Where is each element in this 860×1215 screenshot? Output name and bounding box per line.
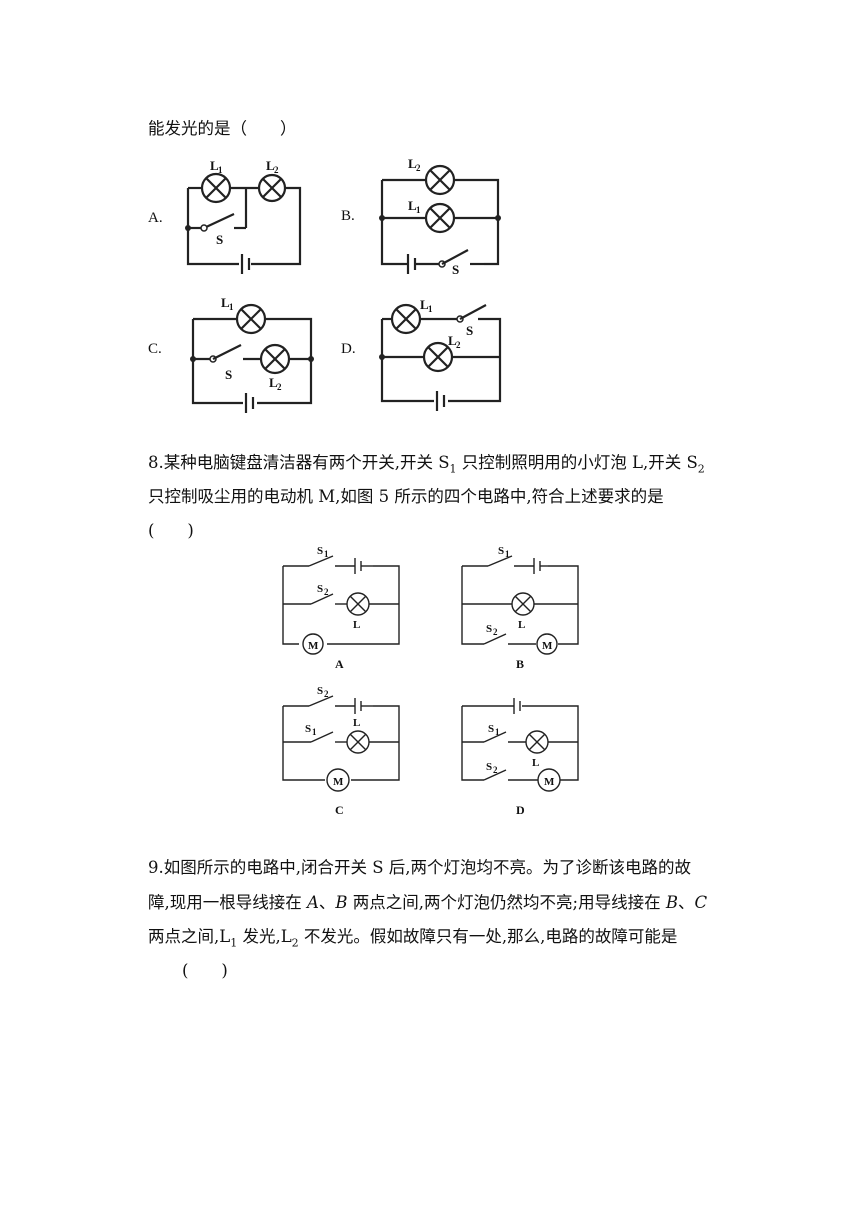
svg-text:S: S [452, 262, 459, 277]
svg-text:L: L [269, 375, 278, 390]
svg-text:C: C [335, 803, 344, 817]
svg-text:M: M [542, 640, 553, 652]
svg-text:2: 2 [493, 765, 498, 775]
svg-text:2: 2 [324, 587, 329, 597]
svg-text:D: D [516, 803, 525, 817]
svg-text:L: L [210, 158, 219, 173]
svg-text:S: S [488, 723, 494, 735]
svg-text:1: 1 [218, 165, 223, 175]
svg-text:S: S [466, 323, 473, 338]
svg-text:L: L [353, 717, 360, 729]
svg-text:1: 1 [416, 205, 421, 215]
switch-icon [459, 304, 487, 320]
motor-icon [326, 768, 350, 792]
svg-text:L: L [408, 198, 417, 213]
svg-text:L: L [532, 757, 539, 769]
switch-icon [310, 593, 334, 605]
svg-text:S: S [225, 367, 232, 382]
svg-text:S: S [305, 723, 311, 735]
svg-text:1: 1 [428, 304, 433, 314]
svg-text:M: M [308, 640, 319, 652]
svg-text:S: S [498, 545, 504, 557]
svg-text:1: 1 [324, 549, 329, 559]
q8-line-2: 只控制吸尘用的电动机 M,如图 5 所示的四个电路中,符合上述要求的是 [148, 487, 664, 506]
switch-icon [487, 555, 513, 567]
motor-icon [537, 768, 561, 792]
svg-text:S: S [486, 761, 492, 773]
switch-icon [212, 344, 242, 360]
svg-text:2: 2 [493, 627, 498, 637]
switch-icon [483, 769, 507, 781]
svg-text:1: 1 [505, 549, 510, 559]
svg-text:L: L [353, 619, 360, 631]
svg-text:2: 2 [456, 340, 461, 350]
svg-text:L: L [266, 158, 275, 173]
svg-text:L: L [221, 295, 230, 310]
svg-text:M: M [333, 776, 344, 788]
svg-text:B: B [516, 657, 524, 671]
svg-text:L: L [420, 297, 429, 312]
svg-text:2: 2 [274, 165, 279, 175]
svg-text:1: 1 [229, 302, 234, 312]
svg-text:2: 2 [416, 163, 421, 173]
switch-icon [308, 695, 334, 707]
q9-line-2: 障,现用一根导线接在 A、B 两点之间,两个灯泡仍然均不亮;用导线接在 B、C [148, 893, 708, 912]
svg-text:A: A [335, 657, 344, 671]
svg-text:L: L [448, 333, 457, 348]
q9-line-3: 两点之间,L1 发光,L2 不发光。假如故障只有一处,那么,电路的故障可能是 [148, 927, 678, 950]
svg-text:2: 2 [277, 382, 282, 392]
q7-option-c-label: C. [148, 341, 162, 357]
svg-text:1: 1 [312, 727, 317, 737]
svg-text:L: L [518, 619, 525, 631]
switch-icon [308, 555, 334, 567]
svg-text:2: 2 [324, 689, 329, 699]
q8-line-1: 8.某种电脑键盘清洁器有两个开关,开关 S1 只控制照明用的小灯泡 L,开关 S… [148, 453, 705, 476]
q7-option-b-label: B. [341, 208, 355, 224]
switch-icon [441, 249, 469, 265]
switch-icon [203, 213, 235, 229]
svg-text:S: S [486, 623, 492, 635]
q9-line-4: ( ) [182, 961, 228, 980]
svg-text:S: S [317, 545, 323, 557]
svg-text:S: S [317, 685, 323, 697]
q7-option-d-label: D. [341, 341, 356, 357]
svg-text:M: M [544, 776, 555, 788]
svg-text:S: S [216, 232, 223, 247]
motor-icon [302, 633, 324, 655]
motor-icon [536, 633, 558, 655]
switch-icon [483, 633, 507, 645]
svg-text:1: 1 [495, 727, 500, 737]
q7-option-a-label: A. [148, 210, 163, 226]
switch-icon [310, 731, 334, 743]
q7-tail: 能发光的是（ ） [148, 119, 297, 138]
svg-text:S: S [317, 583, 323, 595]
svg-text:L: L [408, 156, 417, 171]
q9-line-1: 9.如图所示的电路中,闭合开关 S 后,两个灯泡均不亮。为了诊断该电路的故 [148, 858, 692, 877]
switch-icon [483, 731, 507, 743]
q8-line-3: ( ) [148, 521, 194, 540]
